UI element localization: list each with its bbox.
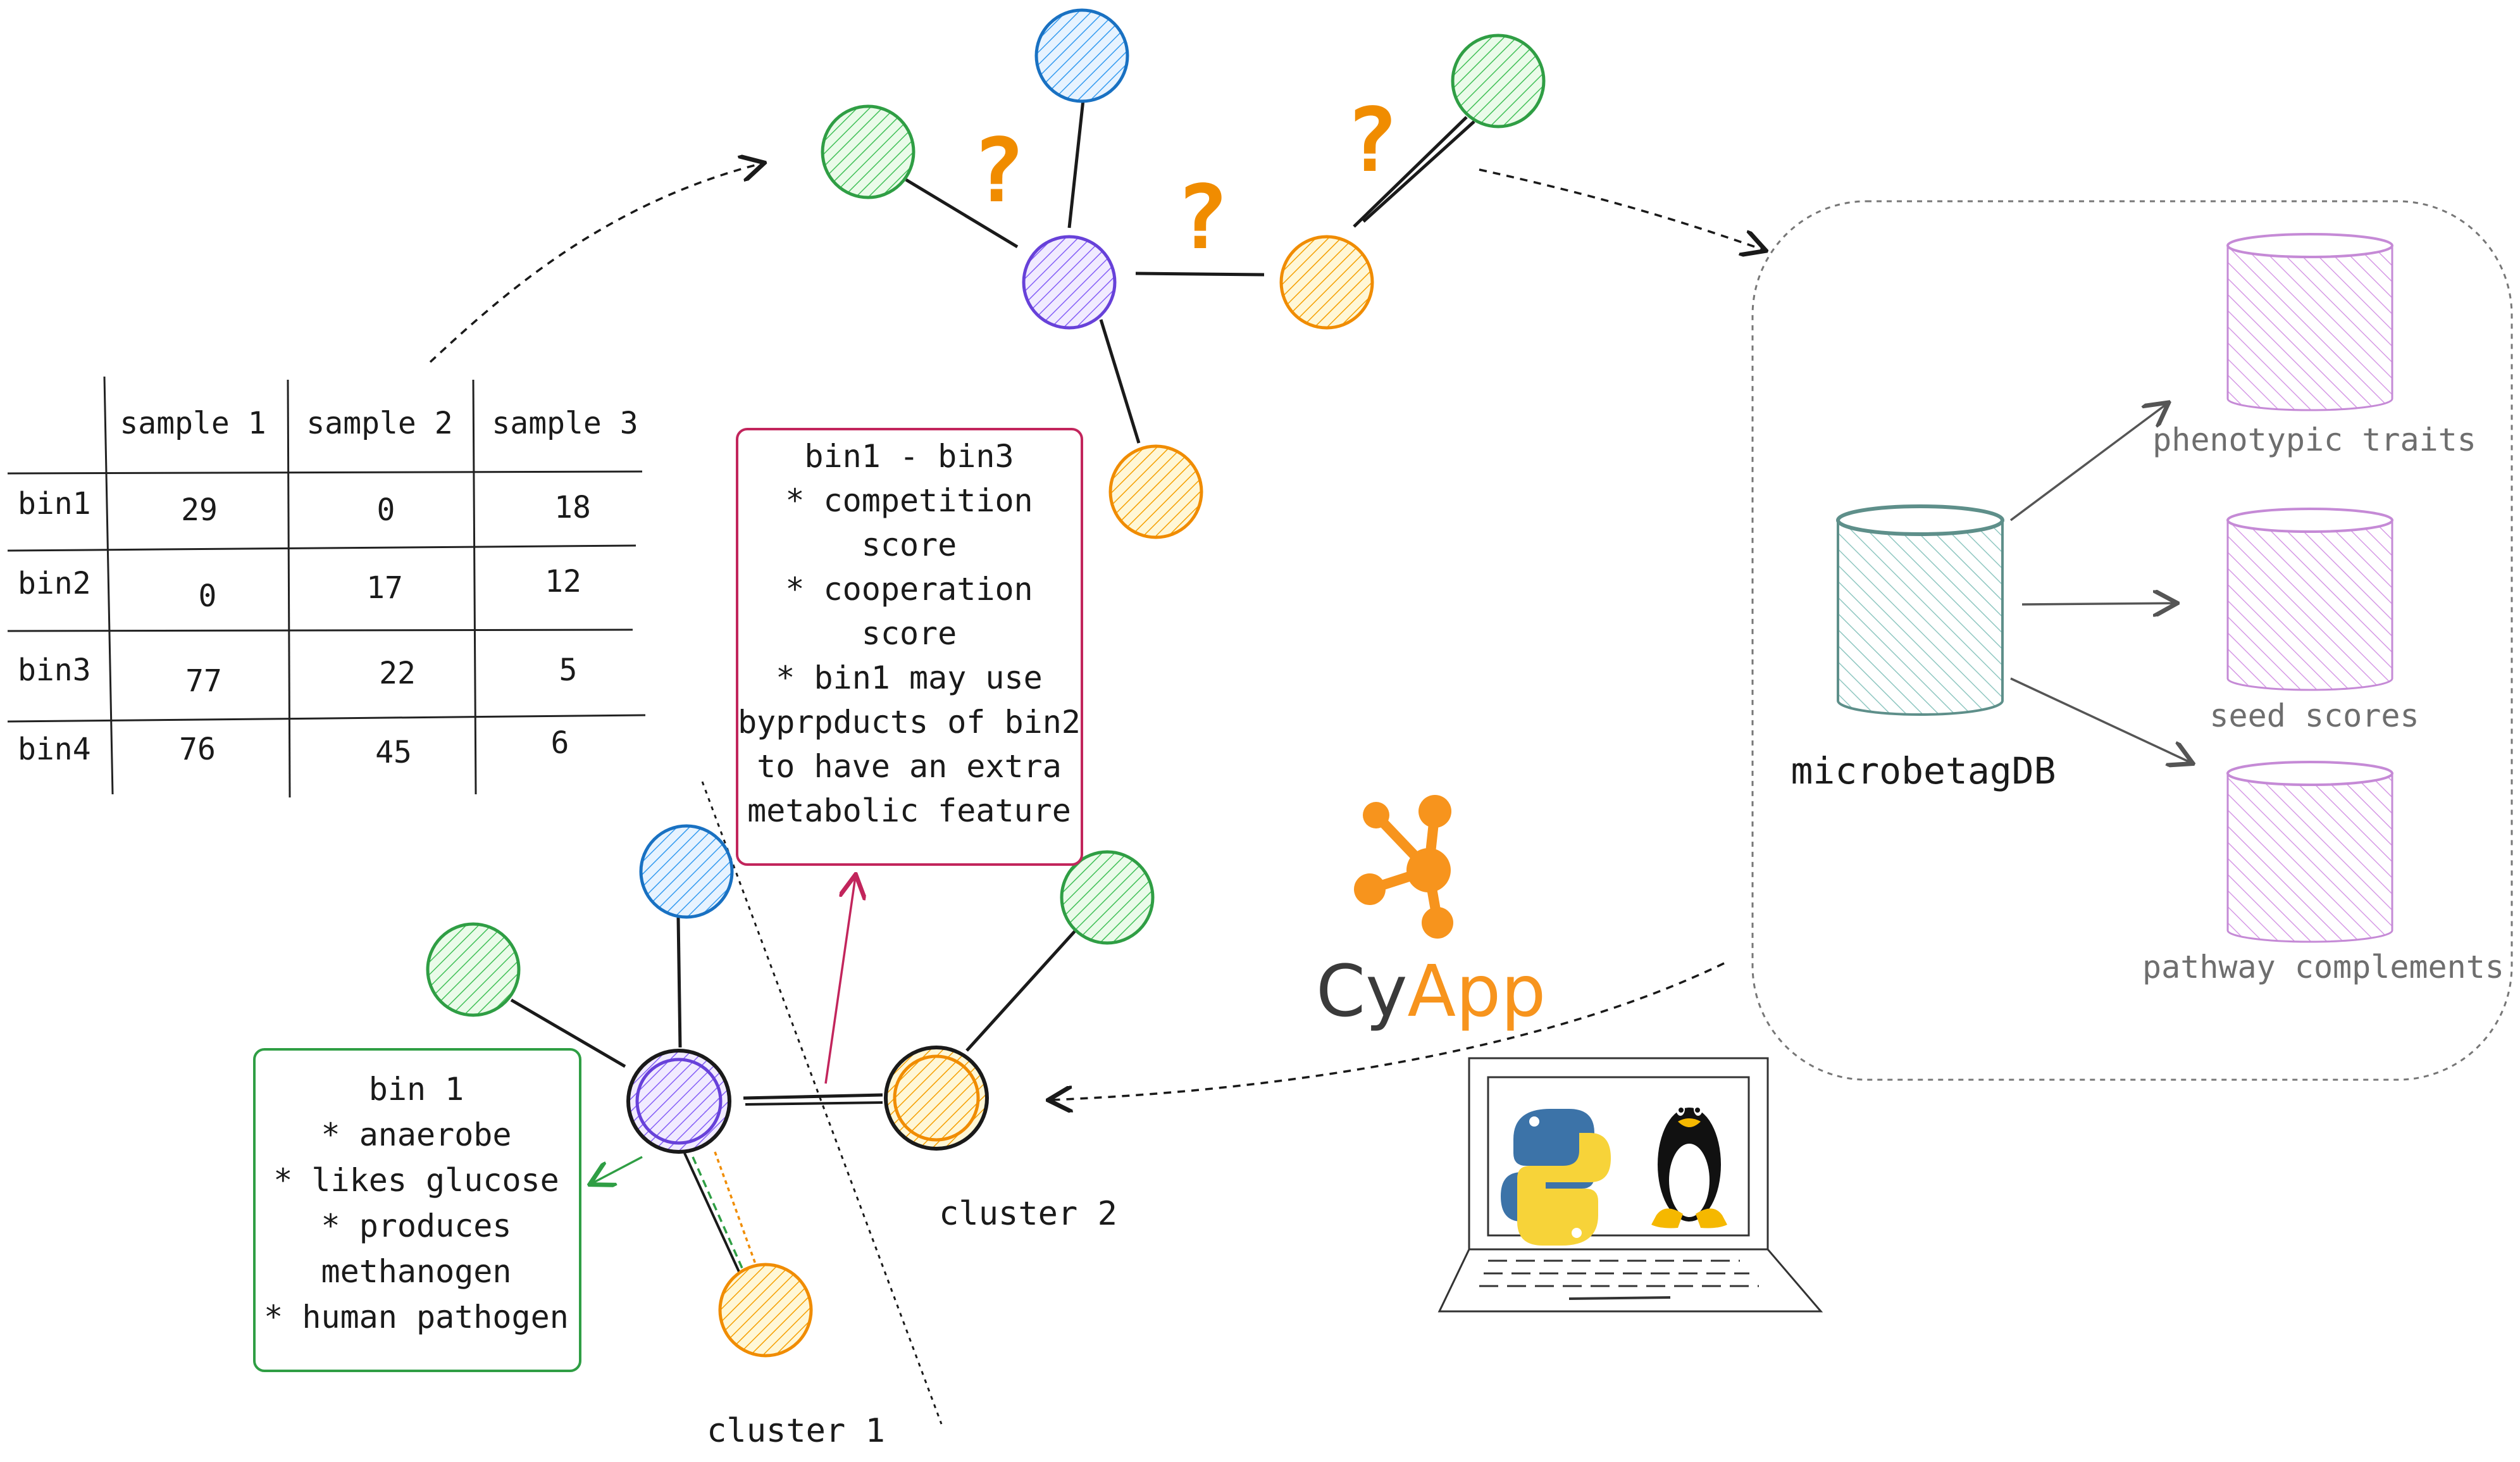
db-output-arrow <box>2021 603 2175 604</box>
bin-box-line: bin 1 <box>369 1071 464 1108</box>
cyapp-label-cy: Cy <box>1316 951 1407 1033</box>
network-node-orange <box>718 1263 813 1358</box>
table-cell: 0 <box>199 578 217 614</box>
database-label: microbetagDB <box>1791 749 2056 792</box>
network-to-db-arrow <box>1479 168 1764 250</box>
db-to-network-arrow <box>1050 962 1725 1100</box>
top-network: ? ? ? <box>821 8 1546 539</box>
pair-box-line: score <box>862 527 957 563</box>
bin-box-line: * anaerobe <box>321 1116 511 1153</box>
table-cell: 76 <box>179 732 216 767</box>
node-to-bin-box-arrow <box>592 1156 643 1184</box>
cluster-2-label: cluster 2 <box>939 1195 1117 1233</box>
pair-box-line: bin1 - bin3 <box>804 438 1014 475</box>
table-row-label-2: bin2 <box>18 566 91 601</box>
cyapp-label-app: App <box>1407 951 1546 1033</box>
pair-box-line: byprpducts of bin2 <box>738 704 1081 740</box>
question-mark: ? <box>972 120 1025 223</box>
pair-box-line: metabolic feature <box>747 792 1071 829</box>
question-mark: ? <box>1176 166 1229 270</box>
output-db-pathway <box>2226 761 2393 943</box>
cyapp-label: CyApp <box>1316 951 1546 1033</box>
main-database-cylinder <box>1836 504 2004 716</box>
database-panel: microbetagDB phenotypic traits seed scor… <box>1751 200 2513 1081</box>
question-mark: ? <box>1345 89 1398 192</box>
bin-info-box: bin 1 * anaerobe * likes glucose * produ… <box>253 1048 581 1372</box>
output-label-pathway: pathway complements <box>2142 949 2504 985</box>
network-node-green <box>821 104 916 199</box>
network-node-orange <box>1108 444 1203 539</box>
pair-box-line: * bin1 may use <box>776 659 1042 696</box>
table-row-label-4: bin4 <box>18 732 91 767</box>
edge-to-pair-box-arrow <box>824 877 855 1084</box>
bin-box-line: * produces <box>321 1208 511 1244</box>
network-node-blue <box>639 824 734 919</box>
db-output-arrow <box>2009 404 2167 522</box>
output-db-phenotypic <box>2226 233 2393 411</box>
table-cell: 12 <box>545 564 581 599</box>
pair-box-line: * competition <box>785 482 1033 519</box>
table-cell: 77 <box>185 663 222 699</box>
table-to-network-arrow <box>429 163 762 363</box>
table-cell: 6 <box>551 725 569 761</box>
pair-box-line: * cooperation <box>785 571 1033 608</box>
output-label-phenotypic: phenotypic traits <box>2152 422 2476 458</box>
bin-box-line: methanogen <box>321 1253 511 1290</box>
network-node-purple <box>1022 235 1117 330</box>
abundance-table: sample 1 sample 2 sample 3 bin1 29 0 18 … <box>7 376 646 798</box>
bin-box-line: * human pathogen <box>264 1299 569 1335</box>
network-node-green <box>1060 850 1155 945</box>
table-row-label-3: bin3 <box>18 653 91 688</box>
table-cell: 18 <box>554 490 591 525</box>
network-node-green <box>426 922 521 1017</box>
network-node-purple-bin1 <box>626 1049 731 1154</box>
table-col-header-1: sample 1 <box>120 406 266 441</box>
db-output-arrow <box>2010 677 2191 763</box>
table-col-header-2: sample 2 <box>306 406 452 441</box>
laptop-icon <box>1437 1057 1823 1313</box>
network-node-orange <box>1279 235 1374 330</box>
table-cell: 29 <box>181 492 218 528</box>
table-cell: 0 <box>377 492 395 528</box>
pair-info-box: bin1 - bin3 * competition score * cooper… <box>736 428 1083 866</box>
cluster-1-label: cluster 1 <box>707 1412 885 1450</box>
network-node-blue <box>1034 8 1129 103</box>
pair-box-line: to have an extra <box>757 748 1062 785</box>
cytoscape-logo-icon <box>1354 795 1453 939</box>
table-cell: 22 <box>379 656 416 691</box>
table-cell: 45 <box>375 735 412 770</box>
output-db-seed <box>2226 508 2393 691</box>
network-node-orange-bin3 <box>884 1046 989 1151</box>
bin-box-line: * likes glucose <box>273 1162 559 1199</box>
python-logo-icon <box>1501 1109 1611 1246</box>
network-node-green <box>1451 34 1546 128</box>
table-cell: 17 <box>366 570 403 606</box>
bottom-network: cluster 1 cluster 2 <box>426 781 1155 1450</box>
output-label-seed: seed scores <box>2209 697 2419 734</box>
pair-box-line: score <box>862 615 957 652</box>
table-row-label-1: bin1 <box>18 486 91 522</box>
table-col-header-3: sample 3 <box>492 406 638 441</box>
linux-tux-icon <box>1651 1102 1727 1228</box>
table-cell: 5 <box>559 653 578 688</box>
